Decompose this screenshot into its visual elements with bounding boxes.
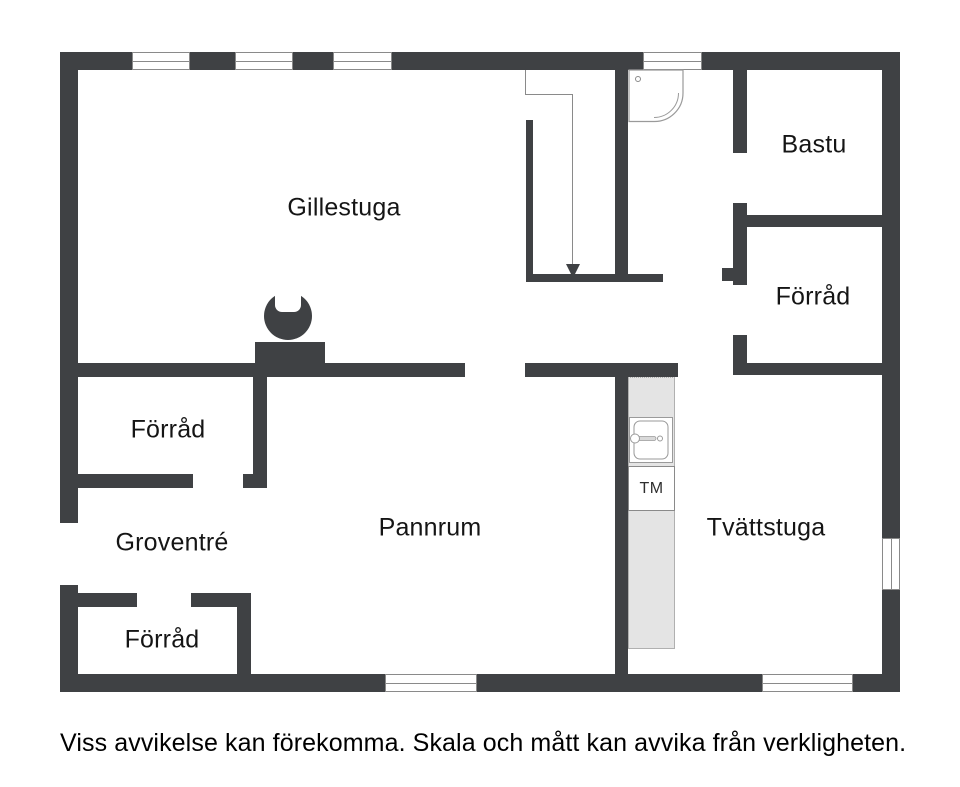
- wall-stair-left: [526, 120, 533, 281]
- wall-stair-bottom: [526, 274, 663, 282]
- wall-bastu-left-lower: [733, 203, 747, 285]
- wall-outer-top-5: [702, 52, 900, 70]
- wall-outer-right-lower: [882, 590, 900, 692]
- room-label-bastu: Bastu: [781, 130, 847, 159]
- wall-outer-top-2: [190, 52, 235, 70]
- wall-outer-bottom-1: [60, 674, 385, 692]
- wall-outer-left-upper: [60, 52, 78, 523]
- shower-door-arc: [653, 92, 679, 118]
- washing-machine-box: TM: [628, 466, 675, 511]
- room-label-forrad-mid: Förråd: [130, 415, 206, 444]
- wall-outer-left-lower: [60, 585, 78, 692]
- window-top-4: [643, 52, 702, 70]
- window-top-3: [333, 52, 392, 70]
- shower-icon: [628, 69, 684, 123]
- wall-bastu-left-upper: [733, 68, 747, 153]
- stair-arrow-shaft: [572, 94, 573, 266]
- room-label-groventre: Groventré: [115, 528, 229, 557]
- room-label-forrad-right: Förråd: [775, 282, 851, 311]
- wall-pannrum-tvattstuga-divider: [615, 377, 628, 674]
- wall-outer-top-4: [392, 52, 643, 70]
- wall-forrad-mid-bottom-1: [78, 474, 193, 488]
- sink-faucet-base: [630, 433, 640, 444]
- fireplace-hearth: [255, 342, 325, 364]
- wall-outer-top-1: [60, 52, 132, 70]
- room-label-pannrum: Pannrum: [378, 513, 482, 542]
- wall-outer-bottom-3: [853, 674, 900, 692]
- wall-outer-right-upper: [882, 52, 900, 538]
- window-right: [882, 538, 900, 590]
- sink-faucet-spout: [657, 435, 663, 442]
- wall-outer-bottom-2: [477, 674, 762, 692]
- wall-outer-top-3: [293, 52, 333, 70]
- disclaimer-text: Viss avvikelse kan förekomma. Skala och …: [60, 729, 907, 757]
- shower-tray: [628, 69, 684, 123]
- window-top-2: [235, 52, 293, 70]
- room-label-tvattstuga: Tvättstuga: [706, 513, 826, 542]
- wall-gillestuga-bottom-right: [525, 363, 678, 377]
- wall-stair-shower-divider: [615, 70, 628, 275]
- wall-forrad-mid-right: [253, 377, 267, 488]
- wall-forrad-bottom-top-2: [191, 593, 251, 607]
- fireplace-opening: [275, 292, 301, 312]
- stair-arrow-down-icon: [566, 264, 580, 278]
- room-label-forrad-bottom: Förråd: [124, 625, 200, 654]
- wall-forrad-bottom-right: [237, 607, 251, 674]
- wall-forrad-mid-bottom-2: [243, 474, 267, 488]
- window-top-1: [132, 52, 190, 70]
- wall-gillestuga-bottom-left: [78, 363, 465, 377]
- room-label-gillestuga: Gillestuga: [287, 193, 401, 222]
- window-bottom-1: [385, 674, 477, 692]
- wall-bastu-forrad-divider: [745, 215, 882, 227]
- wall-forrad-bottom-top-1: [76, 593, 137, 607]
- wall-forrad-right-bottom: [733, 363, 882, 375]
- washing-machine-label: TM: [639, 479, 664, 497]
- window-bottom-2: [762, 674, 853, 692]
- stair-outline-vertical: [525, 70, 526, 95]
- stair-outline-horizontal: [525, 94, 573, 95]
- sink-icon: [629, 417, 673, 463]
- shower-drain: [635, 76, 641, 82]
- wall-door-jamb: [722, 268, 733, 281]
